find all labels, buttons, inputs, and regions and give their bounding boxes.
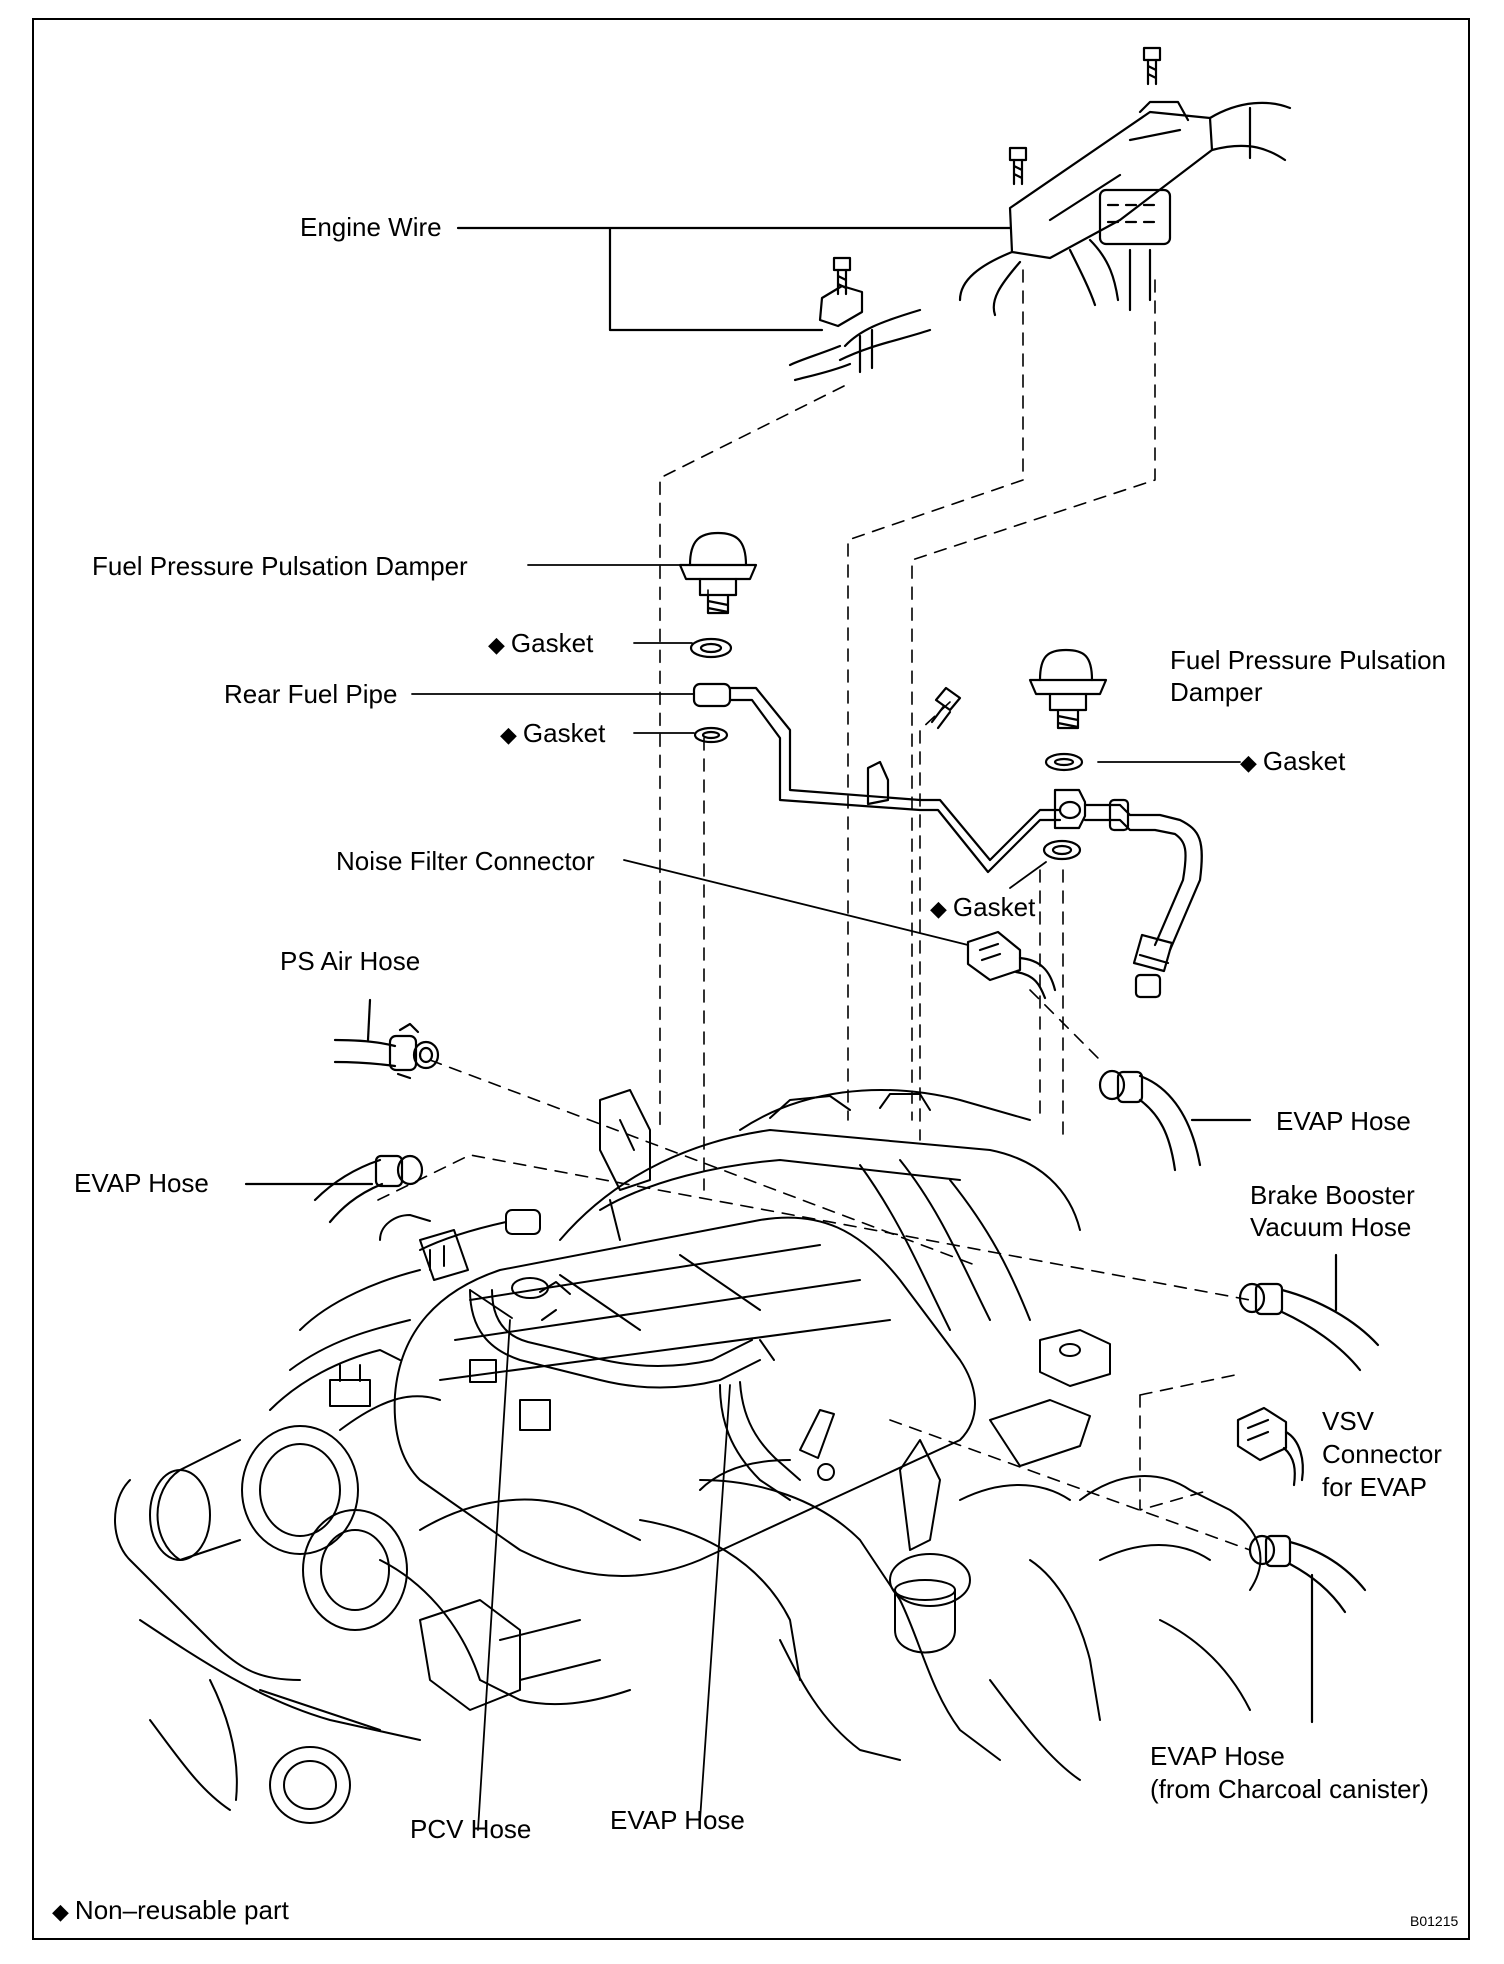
fuel-pressure-damper-right [1028, 648, 1108, 861]
vsv-connector [1236, 1406, 1304, 1487]
label-gasket-top: ◆Gasket [488, 628, 594, 658]
label-fuel-pressure-damper-left: Fuel Pressure Pulsation Damper [92, 551, 468, 581]
diamond-icon: ◆ [1240, 750, 1257, 775]
label-vsv-line2: Connector [1322, 1439, 1442, 1469]
label-evap-hose-left: EVAP Hose [74, 1168, 209, 1198]
leader-lines [411, 564, 1241, 1831]
legend-non-reusable: ◆Non–reusable part [52, 1895, 289, 1925]
label-evap-canister-line1: EVAP Hose [1150, 1741, 1285, 1771]
label-vsv-line1: VSV [1322, 1406, 1375, 1436]
label-gasket-right: ◆Gasket [1240, 746, 1346, 776]
ps-air-hose [333, 998, 440, 1080]
figure-code: B01215 [1410, 1913, 1459, 1929]
diamond-icon: ◆ [52, 1899, 69, 1924]
label-gasket-lower: ◆Gasket [930, 892, 1036, 922]
evap-hose-canister [1248, 1534, 1367, 1724]
label-pcv-hose: PCV Hose [410, 1814, 532, 1844]
label-gasket-mid: ◆Gasket [500, 718, 606, 748]
label-brake-booster-line2: Vacuum Hose [1250, 1212, 1412, 1242]
label-engine-wire: Engine Wire [300, 212, 442, 242]
label-evap-canister-line2: (from Charcoal canister) [1150, 1774, 1429, 1804]
label-brake-booster-line1: Brake Booster [1250, 1180, 1415, 1210]
alignment-lines [377, 269, 1251, 1551]
label-evap-hose-bottom: EVAP Hose [610, 1805, 745, 1835]
label-fuel-pressure-damper-right-line1: Fuel Pressure Pulsation [1170, 645, 1447, 675]
label-evap-hose-right: EVAP Hose [1276, 1106, 1411, 1136]
brake-booster-hose [1238, 1253, 1380, 1372]
evap-hose-upper-right [1098, 1069, 1252, 1172]
label-noise-filter-connector: Noise Filter Connector [336, 846, 595, 876]
engine-block [114, 1089, 1262, 1824]
engine-wire-harness [456, 46, 1292, 382]
diamond-icon: ◆ [930, 896, 947, 921]
rear-fuel-pipe [692, 682, 1203, 999]
fuel-pressure-damper-left [678, 531, 758, 659]
label-rear-fuel-pipe: Rear Fuel Pipe [224, 679, 398, 709]
label-ps-air-hose: PS Air Hose [280, 946, 421, 976]
noise-filter-connector [966, 930, 1057, 1000]
diamond-icon: ◆ [488, 632, 505, 657]
diamond-icon: ◆ [500, 722, 517, 747]
label-fuel-pressure-damper-right-line2: Damper [1170, 677, 1263, 707]
diagram-frame [32, 18, 1470, 1940]
label-vsv-line3: for EVAP [1322, 1472, 1428, 1502]
evap-hose-left [244, 1154, 424, 1224]
